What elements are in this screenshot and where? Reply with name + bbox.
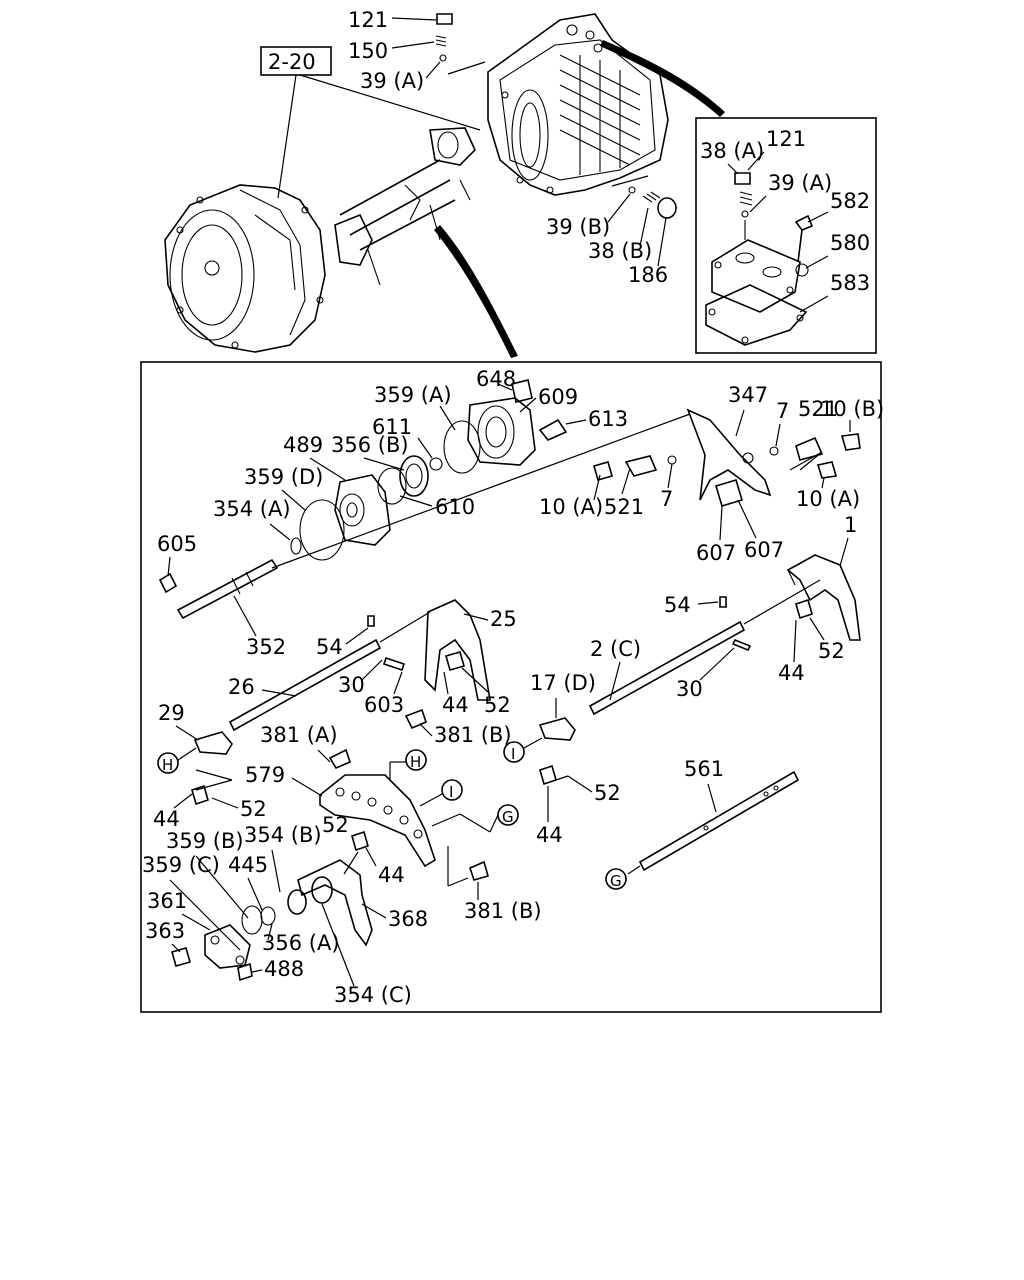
label-1: 1: [844, 513, 857, 537]
label-2c: 2 (C): [590, 637, 641, 661]
callout-g-top: G: [502, 808, 514, 826]
label-605: 605: [157, 532, 197, 556]
callout-markers: H H I I G G: [157, 737, 627, 890]
inset-detail-box: 38 (A) 121 39 (A) 582 580 583: [695, 117, 877, 354]
label-17d: 17 (D): [530, 671, 596, 695]
shaft-561-group: 561: [627, 757, 800, 875]
label-607-a: 607: [696, 541, 736, 565]
label-361: 361: [147, 889, 187, 913]
fork-25-group: 25 54 26 30 603 44 52: [228, 599, 517, 732]
shaft-561: [638, 770, 800, 872]
label-356b: 356 (B): [331, 433, 409, 457]
label-521-b: 521: [604, 495, 644, 519]
label-44-middle: 44: [536, 823, 563, 847]
callout-h-right: H: [410, 753, 421, 771]
label-489: 489: [283, 433, 323, 457]
label-44-lower: 44: [378, 863, 405, 887]
label-44-right: 44: [778, 661, 805, 685]
shaft-352: [176, 558, 279, 620]
label-26: 26: [228, 675, 255, 699]
fork-347-group: 347 7 521 10 (B) 10 (A) 10 (A) 521 7 607…: [539, 383, 884, 565]
inset-label-39a: 39 (A): [768, 171, 832, 195]
leader-swoosh-top: [600, 40, 725, 117]
label-44-left: 44: [153, 807, 180, 831]
label-347: 347: [728, 383, 768, 407]
input-shaft-group: 648 359 (A) 609 613 611 489 356 (B) 610 …: [157, 367, 691, 659]
label-359a: 359 (A): [374, 383, 452, 407]
transmission-case-drawing: [164, 13, 669, 353]
label-52-right: 52: [818, 639, 845, 663]
label-25: 25: [490, 607, 517, 631]
label-611: 611: [372, 415, 412, 439]
label-39a-top: 39 (A): [360, 69, 424, 93]
label-150: 150: [348, 39, 388, 63]
label-38b: 38 (B): [588, 239, 652, 263]
inset-label-38a: 38 (A): [700, 139, 764, 163]
left-lower-group: 52 44: [153, 769, 267, 831]
fork-368-group: 359 (B) 354 (B) 52 44 359 (C) 445 368 36…: [142, 813, 542, 1007]
label-44-center: 44: [442, 693, 469, 717]
label-363: 363: [145, 919, 185, 943]
callout-h-left: H: [162, 756, 173, 774]
label-381a: 381 (A): [260, 723, 338, 747]
label-521-a: 521: [798, 397, 838, 421]
label-352: 352: [246, 635, 286, 659]
label-7-b: 7: [660, 487, 673, 511]
label-30-center: 30: [338, 673, 365, 697]
label-354c: 354 (C): [334, 983, 412, 1007]
label-609: 609: [538, 385, 578, 409]
label-561: 561: [684, 757, 724, 781]
label-10a-right: 10 (A): [796, 487, 860, 511]
label-359b: 359 (B): [166, 829, 244, 853]
label-368: 368: [388, 907, 428, 931]
label-445: 445: [228, 853, 268, 877]
label-52-left: 52: [240, 797, 267, 821]
label-52-center: 52: [484, 693, 511, 717]
shaft-26: [228, 638, 382, 732]
leader-swoosh-main: [434, 225, 518, 358]
inset-label-580: 580: [830, 231, 870, 255]
inset-label-121: 121: [766, 127, 806, 151]
label-10b: 10 (B): [820, 397, 884, 421]
callout-i-bottom: I: [449, 783, 453, 801]
label-613: 613: [588, 407, 628, 431]
bracket-579: [319, 774, 436, 868]
label-381b-lower: 381 (B): [464, 899, 542, 923]
label-30-right: 30: [676, 677, 703, 701]
inset-label-583: 583: [830, 271, 870, 295]
label-359c: 359 (C): [142, 853, 220, 877]
label-29: 29: [158, 701, 185, 725]
bearing-cover-489: [334, 474, 391, 546]
label-354b: 354 (B): [244, 823, 322, 847]
main-detail-box: [140, 361, 882, 1013]
callout-g-bottom: G: [610, 872, 622, 890]
label-610: 610: [435, 495, 475, 519]
reference-box-label: 2-20: [268, 50, 316, 74]
label-54-center: 54: [316, 635, 343, 659]
label-359d: 359 (D): [244, 465, 323, 489]
label-52-lower: 52: [322, 813, 349, 837]
label-488: 488: [264, 957, 304, 981]
selector-group: 17 (D) 29 381 (A) 381 (B) 579 52 44: [158, 671, 621, 868]
callout-i-top: I: [511, 745, 515, 763]
label-10a-left: 10 (A): [539, 495, 603, 519]
label-52-middle: 52: [594, 781, 621, 805]
shaft-2c: [588, 620, 746, 716]
label-7-a: 7: [776, 399, 789, 423]
label-381b-upper: 381 (B): [434, 723, 512, 747]
label-356a: 356 (A): [262, 931, 340, 955]
label-648: 648: [476, 367, 516, 391]
fork-1-group: 1 54 2 (C) 30 44 52: [588, 513, 861, 716]
top-labels: 121 150 39 (A) 2-20 39 (B) 38 (B) 186: [260, 8, 725, 358]
label-603: 603: [364, 693, 404, 717]
label-579: 579: [245, 763, 285, 787]
label-54-right: 54: [664, 593, 691, 617]
label-39b: 39 (B): [546, 215, 610, 239]
label-186: 186: [628, 263, 668, 287]
label-354a: 354 (A): [213, 497, 291, 521]
label-121-top: 121: [348, 8, 388, 32]
inset-label-582: 582: [830, 189, 870, 213]
label-607-b: 607: [744, 538, 784, 562]
